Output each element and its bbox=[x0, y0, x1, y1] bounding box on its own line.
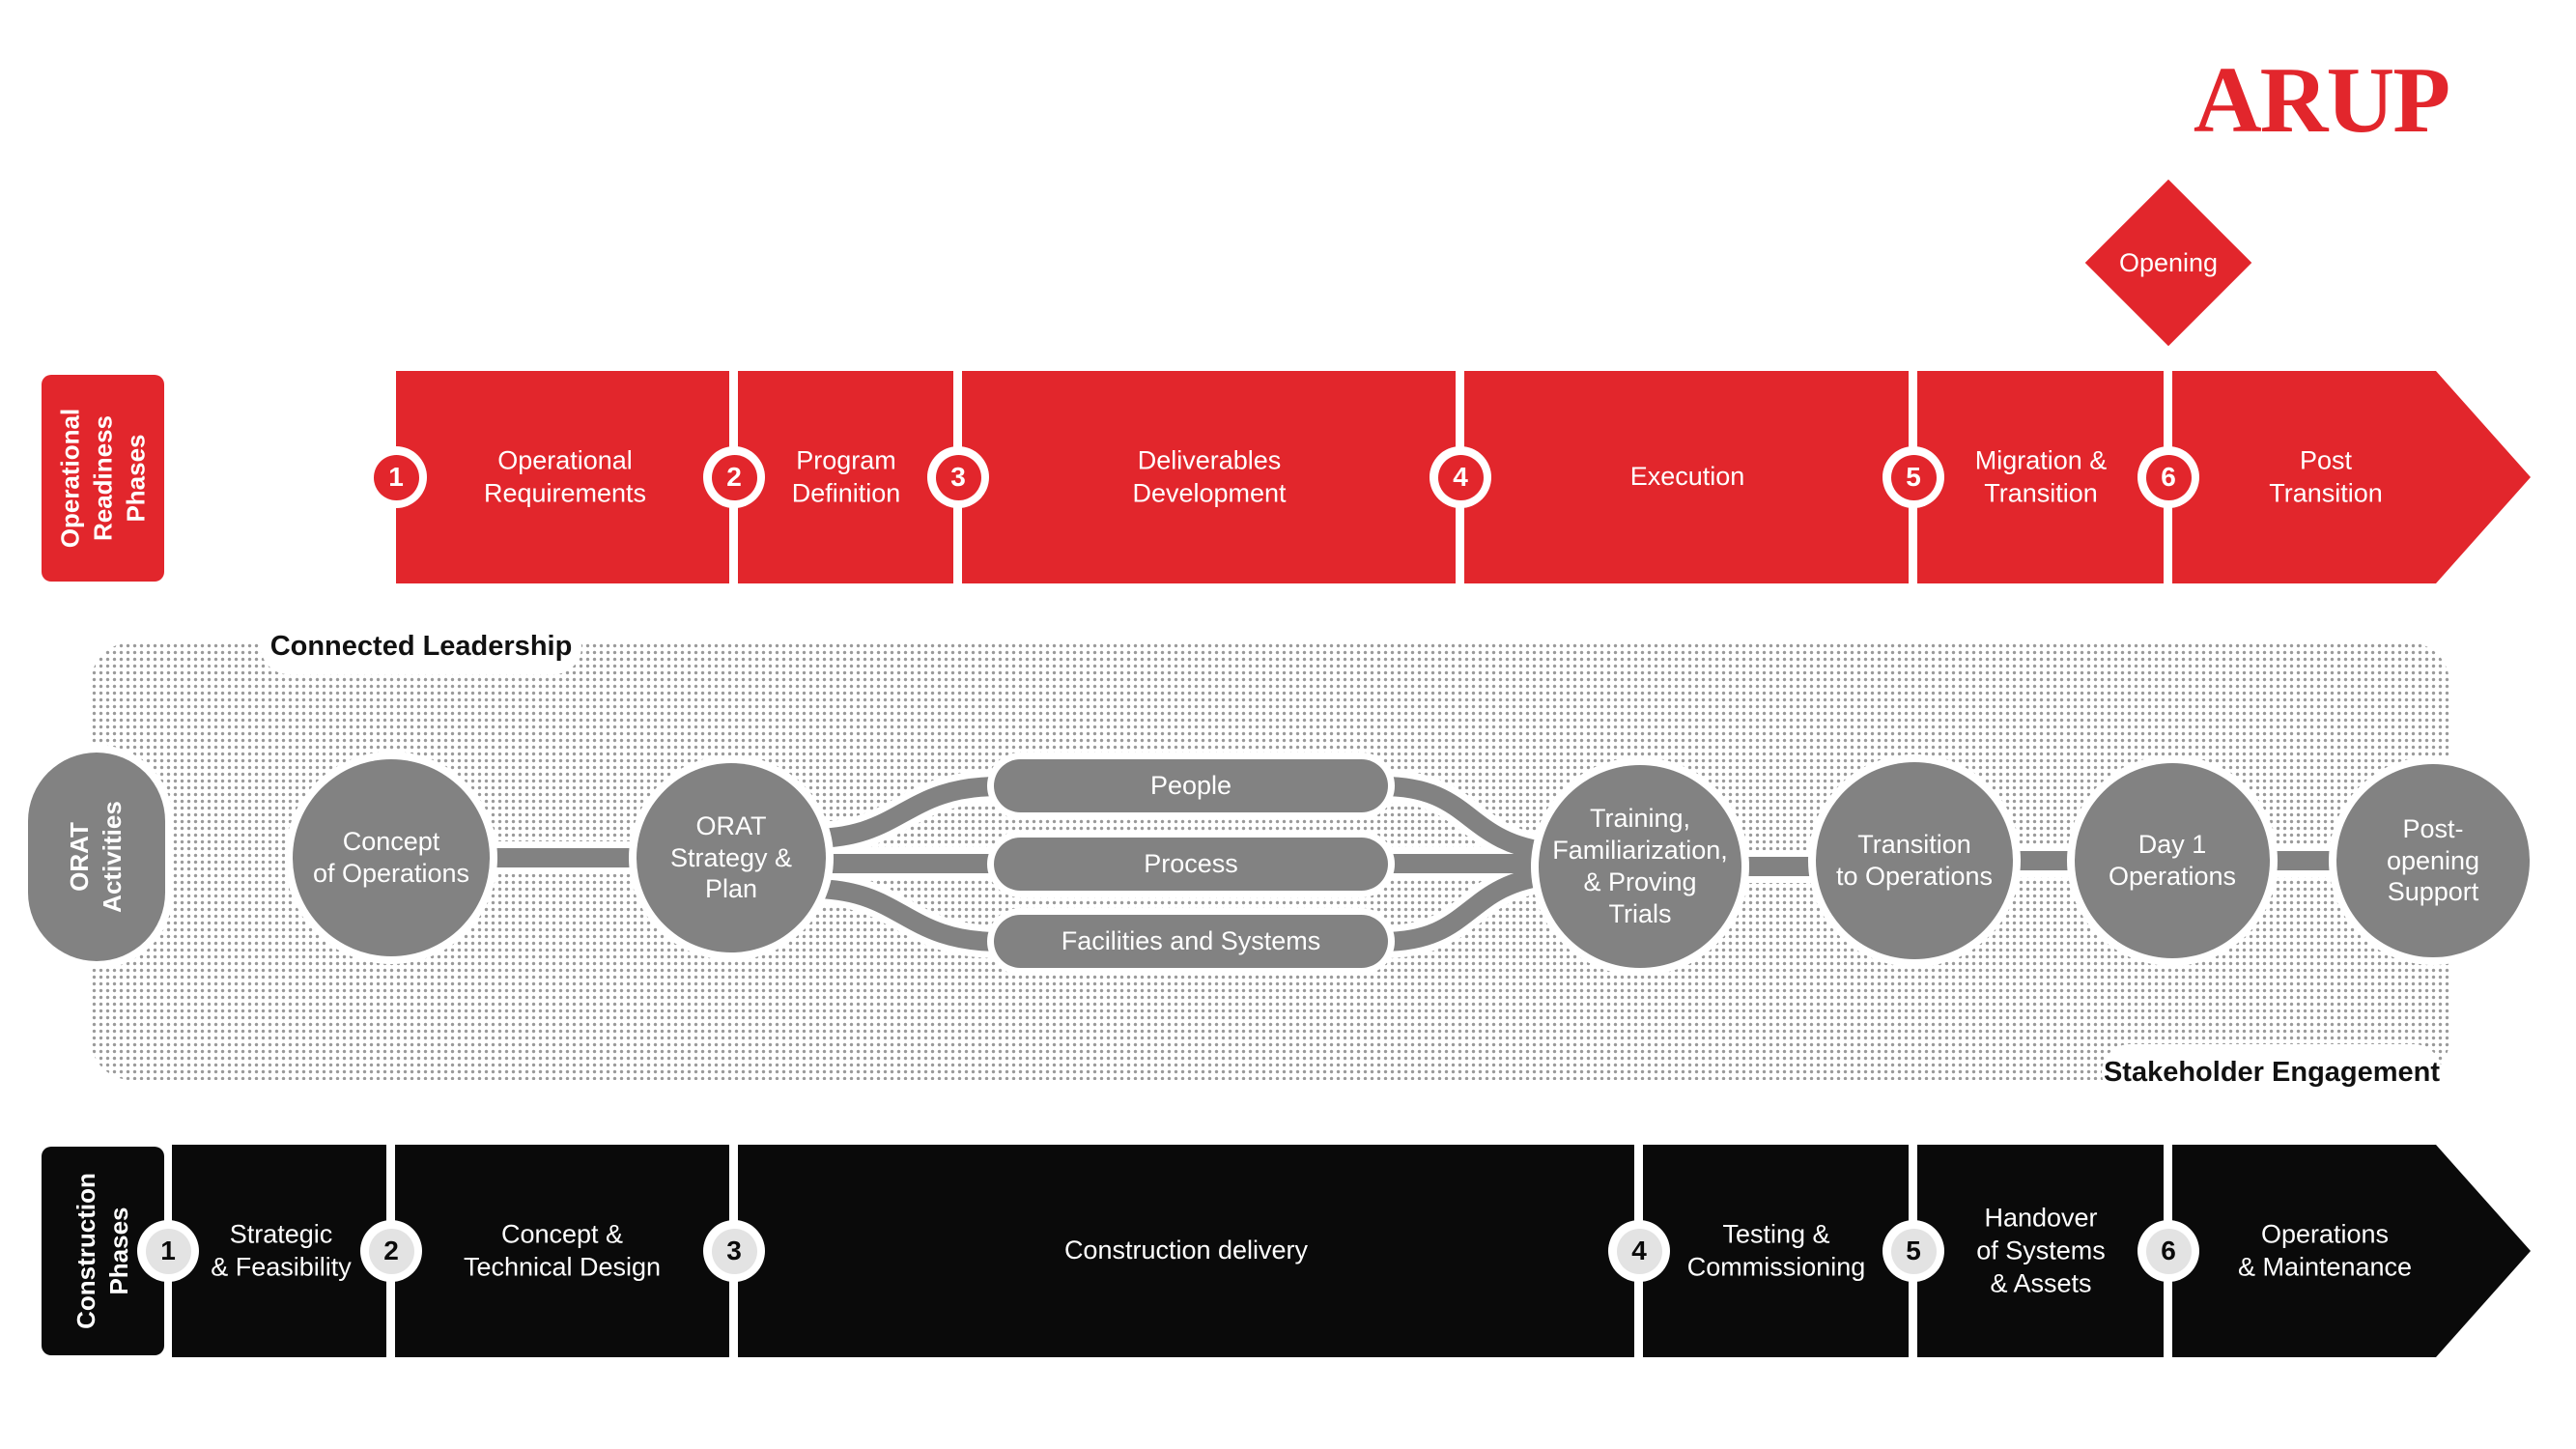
readiness-phase-label: Execution bbox=[1629, 462, 1745, 492]
flow-node-training-trials: Training, Familiarization, & Proving Tri… bbox=[1539, 765, 1741, 968]
readiness-number-badge: 5 bbox=[1882, 446, 1944, 508]
construction-phase-label: Concept & Technical Design bbox=[463, 1219, 662, 1281]
readiness-number-badge: 4 bbox=[1430, 446, 1491, 508]
readiness-number-badge: 6 bbox=[2137, 446, 2199, 508]
readiness-phase-label: Deliverables Development bbox=[1132, 445, 1287, 507]
readiness-number-badge: 1 bbox=[365, 446, 427, 508]
connected-leadership-tab: Connected Leadership bbox=[261, 619, 581, 674]
construction-phase-label: Construction delivery bbox=[1063, 1236, 1309, 1265]
readiness-phase-label: Operational Requirements bbox=[483, 445, 647, 507]
flow-node-transition-to-operations: Transition to Operations bbox=[1816, 762, 2013, 959]
stakeholder-engagement-tab: Stakeholder Engagement bbox=[2102, 1044, 2442, 1100]
pill-facilities-systems: Facilities and Systems bbox=[994, 915, 1388, 968]
readiness-number-badge: 3 bbox=[927, 446, 989, 508]
readiness-arrowhead-icon bbox=[2436, 371, 2531, 583]
construction-number-badge: 3 bbox=[703, 1220, 765, 1282]
flow-node-post-opening-support: Post- opening Support bbox=[2336, 764, 2530, 957]
construction-number-badge: 6 bbox=[2137, 1220, 2199, 1282]
construction-side-label: Construction Phases bbox=[71, 1173, 133, 1329]
construction-number-badge: 4 bbox=[1608, 1220, 1670, 1282]
readiness-phase-label: Post Transition bbox=[2269, 445, 2383, 507]
construction-arrowhead-icon bbox=[2436, 1145, 2531, 1357]
construction-phase-label: Handover of Systems & Assets bbox=[1976, 1203, 2106, 1297]
opening-milestone: Opening bbox=[2084, 179, 2252, 347]
readiness-phase-label: Program Definition bbox=[791, 445, 901, 507]
readiness-side-box: Operational Readiness Phases bbox=[42, 375, 164, 582]
opening-label: Opening bbox=[2118, 247, 2219, 277]
pill-people: People bbox=[994, 759, 1388, 812]
flow-node-orat-strategy-plan: ORAT Strategy & Plan bbox=[637, 763, 826, 952]
construction-number-badge: 1 bbox=[137, 1220, 199, 1282]
flow-node-day1-operations: Day 1 Operations bbox=[2075, 763, 2270, 958]
readiness-side-label: Operational Readiness Phases bbox=[54, 408, 150, 549]
construction-number-badge: 5 bbox=[1882, 1220, 1944, 1282]
construction-phase-label: Operations & Maintenance bbox=[2237, 1219, 2413, 1281]
arup-logo: ARUP bbox=[2193, 48, 2450, 153]
construction-number-badge: 2 bbox=[360, 1220, 422, 1282]
readiness-band bbox=[396, 371, 2436, 583]
flow-node-concept-of-operations: Concept of Operations bbox=[293, 759, 490, 956]
orat-activities-label: ORAT Activities bbox=[65, 801, 127, 913]
construction-phase-label: Testing & Commissioning bbox=[1686, 1219, 1866, 1281]
construction-band bbox=[172, 1145, 2436, 1357]
pill-process: Process bbox=[994, 838, 1388, 891]
readiness-phase-label: Migration & Transition bbox=[1974, 445, 2108, 507]
readiness-number-badge: 2 bbox=[703, 446, 765, 508]
construction-phase-label: Strategic & Feasibility bbox=[211, 1219, 352, 1281]
orat-activities-oval: ORAT Activities bbox=[28, 753, 165, 961]
